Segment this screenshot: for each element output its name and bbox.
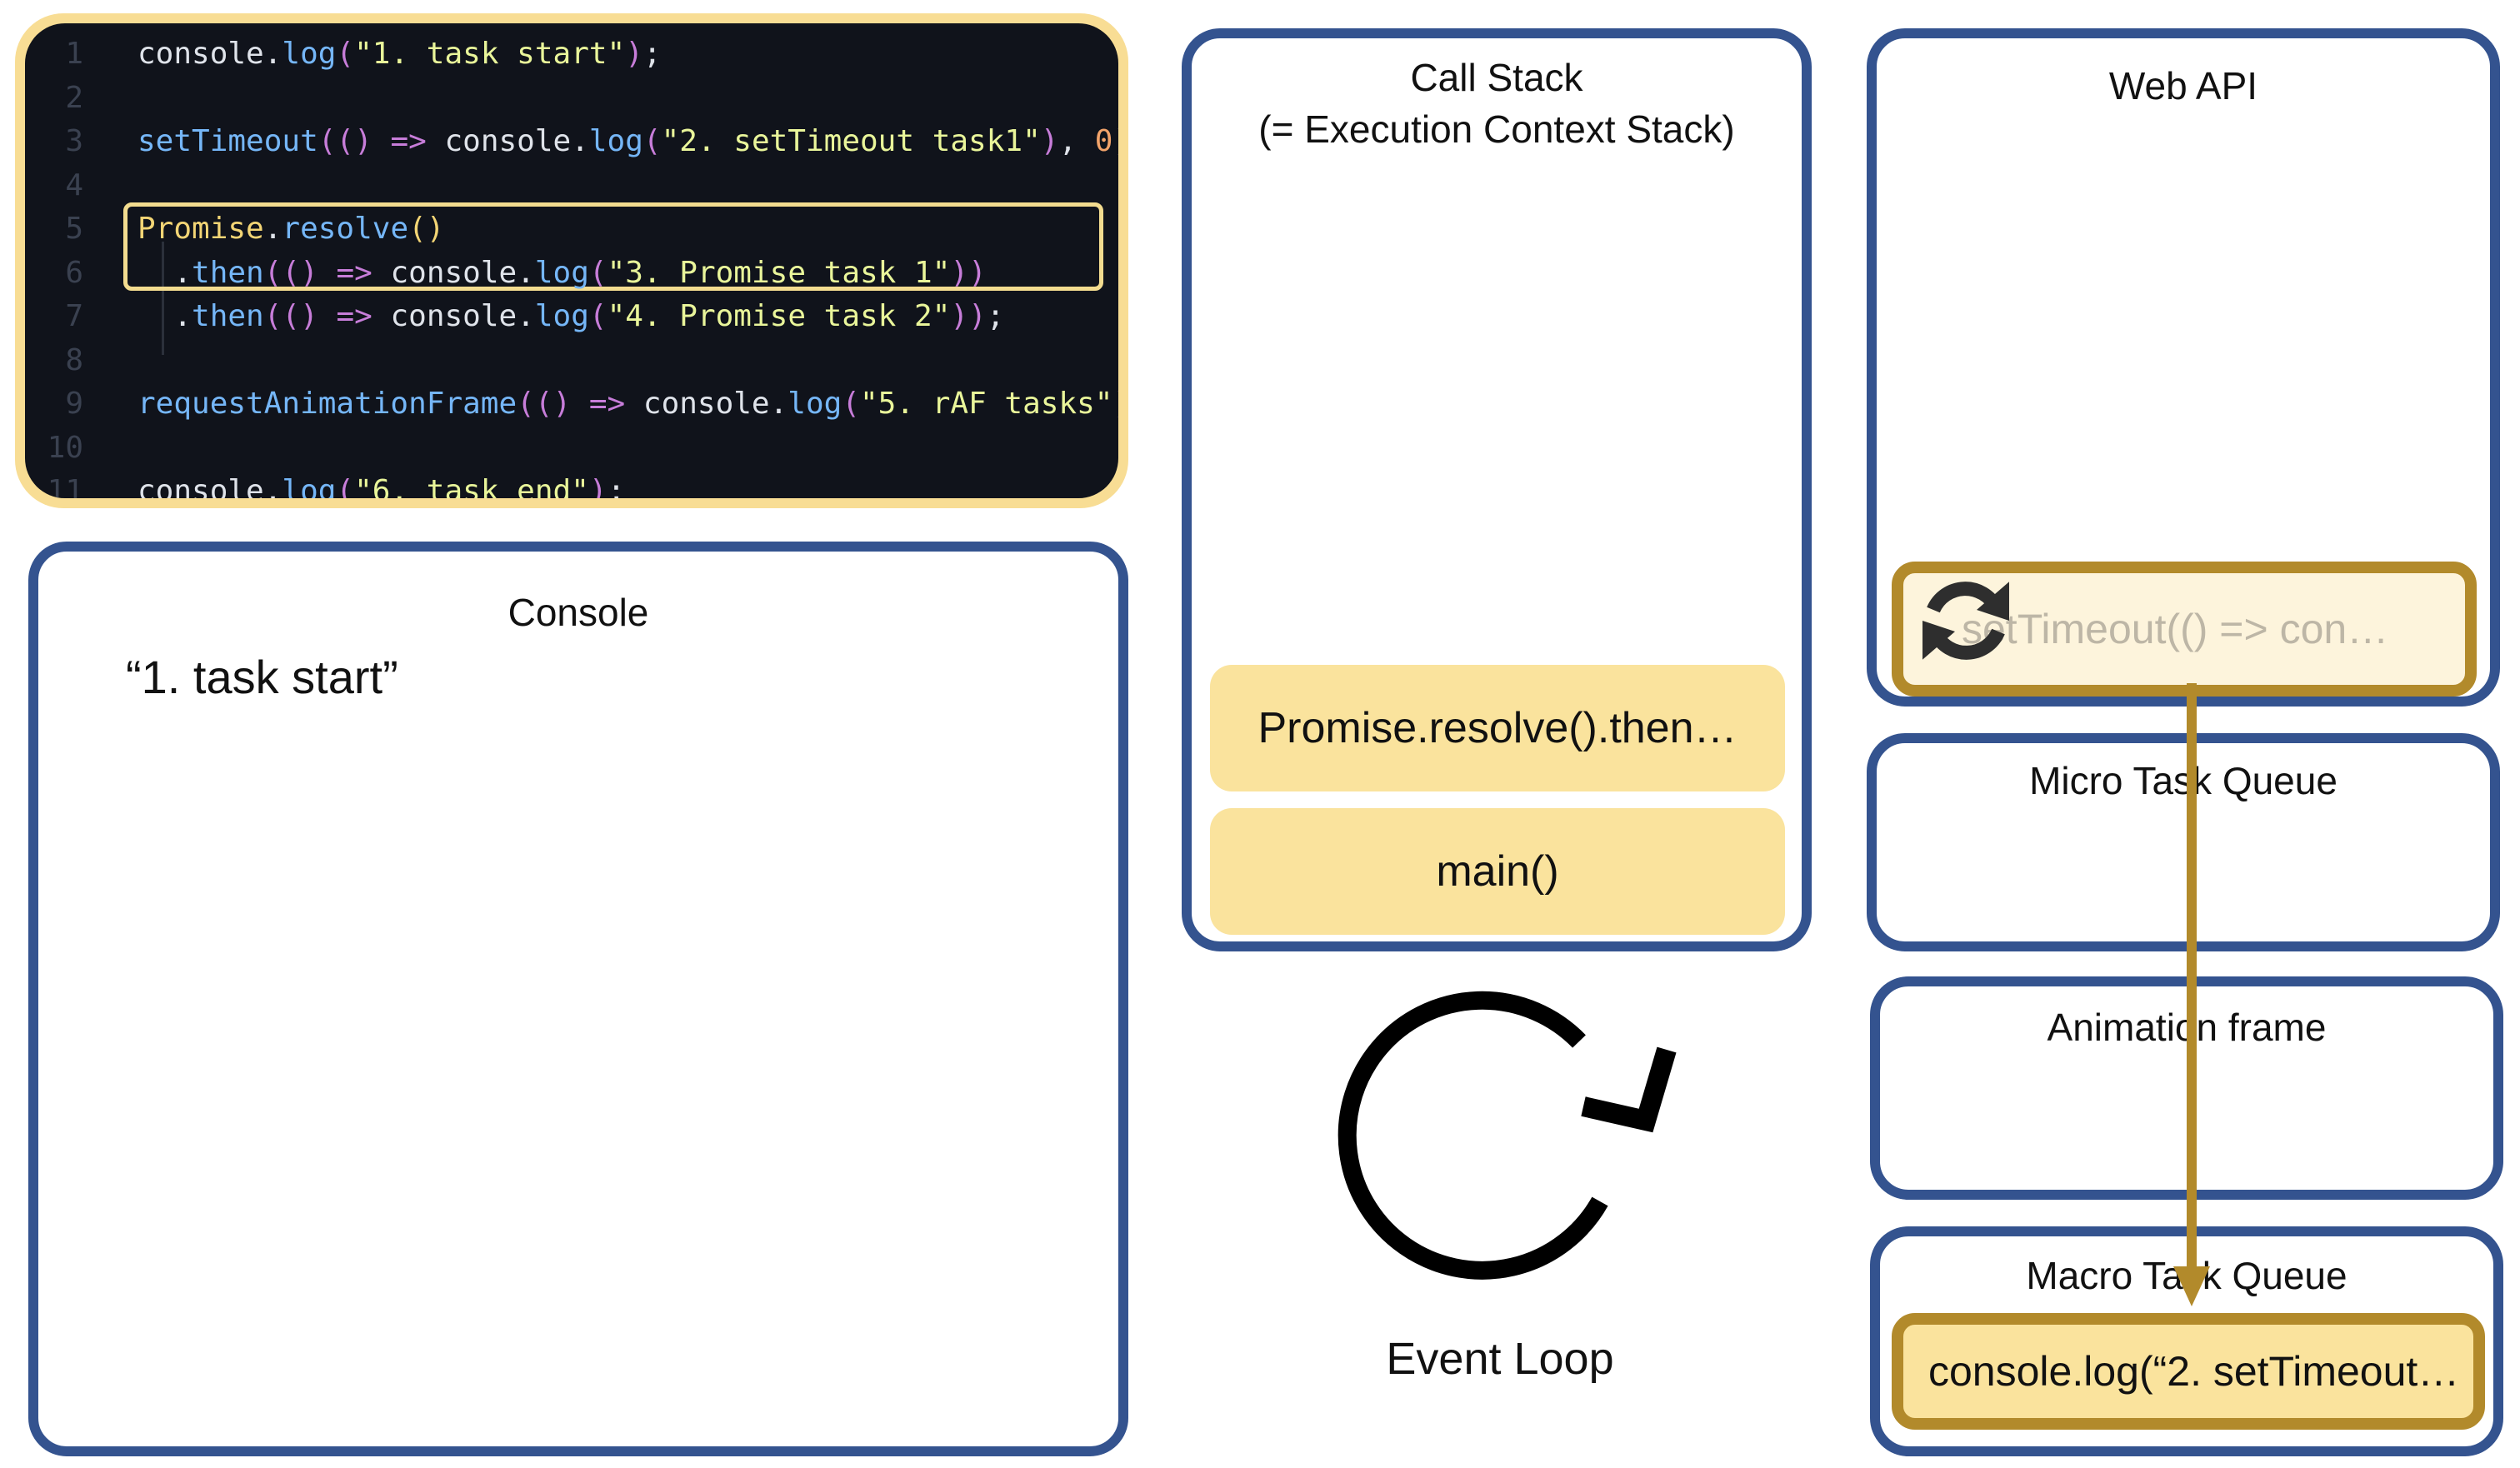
code-line: 5 Promise.resolve(): [25, 208, 1118, 250]
call-stack-panel: Call Stack (= Execution Context Stack) P…: [1182, 28, 1812, 951]
micro-task-queue-title: Micro Task Queue: [2029, 759, 2338, 802]
line-number: 7: [65, 299, 83, 333]
micro-task-queue-panel: Micro Task Queue: [1867, 733, 2500, 951]
stack-frame-main: main(): [1210, 808, 1785, 935]
line-number: 11: [47, 474, 83, 498]
code-text: .then(() => console.log("4. Promise task…: [138, 299, 1005, 333]
line-number: 10: [47, 430, 83, 465]
console-entry: “1. task start”: [126, 651, 398, 703]
highlight-box: [123, 202, 1103, 291]
code-line: 11 console.log("6. task end");: [25, 471, 1118, 498]
line-number: 9: [65, 387, 83, 421]
code-line: 1 console.log("1. task start");: [25, 33, 1118, 75]
line-number: 4: [65, 167, 83, 202]
code-text: requestAnimationFrame(() => console.log(…: [138, 387, 1118, 421]
event-loop-icon: [1338, 991, 1677, 1280]
line-number: 1: [65, 37, 83, 71]
web-api-item: setTimeout(() => con…: [1892, 562, 2477, 697]
code-text: Promise.resolve(): [138, 212, 445, 246]
code-line: 7 .then(() => console.log("4. Promise ta…: [25, 296, 1118, 337]
code-line: 3 setTimeout(() => console.log("2. setTim…: [25, 121, 1118, 162]
line-number: 2: [65, 80, 83, 115]
console-title: Console: [508, 591, 649, 634]
line-number: 6: [65, 255, 83, 290]
console-panel: Console “1. task start”: [28, 542, 1128, 1456]
line-number: 5: [65, 212, 83, 246]
code-text: .then(() => console.log("3. Promise task…: [138, 255, 987, 290]
indent-guide: [162, 242, 164, 355]
code-line: 4: [25, 165, 1118, 207]
sync-icon: [1922, 582, 2009, 660]
web-api-title: Web API: [2108, 64, 2258, 107]
code-text: setTimeout(() => console.log("2. setTime…: [138, 124, 1118, 158]
macro-task-item: console.log(“2. setTimeout…: [1892, 1313, 2485, 1430]
code-line: 9 requestAnimationFrame(() => console.log…: [25, 383, 1118, 425]
code-line: 10: [25, 427, 1118, 469]
code-text: console.log("6. task end");: [138, 474, 626, 498]
code-editor-frame: 1 console.log("1. task start"); 2 3 setTimeo…: [15, 13, 1128, 508]
call-stack-title: Call Stack: [1410, 56, 1583, 99]
code-line: 8: [25, 340, 1118, 382]
transfer-arrow: [2173, 683, 2210, 1306]
stack-frame-promise: Promise.resolve().then…: [1210, 665, 1785, 791]
animation-frame-title: Animation frame: [2047, 1006, 2327, 1049]
code-text: console.log("1. task start");: [138, 37, 662, 71]
event-loop-label: Event Loop: [1386, 1334, 1614, 1384]
line-number: 3: [65, 124, 83, 158]
code-line: 6 .then(() => console.log("3. Promise ta…: [25, 252, 1118, 294]
code-editor: 1 console.log("1. task start"); 2 3 setTimeo…: [25, 23, 1118, 498]
line-number: 8: [65, 342, 83, 377]
call-stack-subtitle: (= Execution Context Stack): [1258, 107, 1735, 151]
code-line: 2: [25, 77, 1118, 119]
